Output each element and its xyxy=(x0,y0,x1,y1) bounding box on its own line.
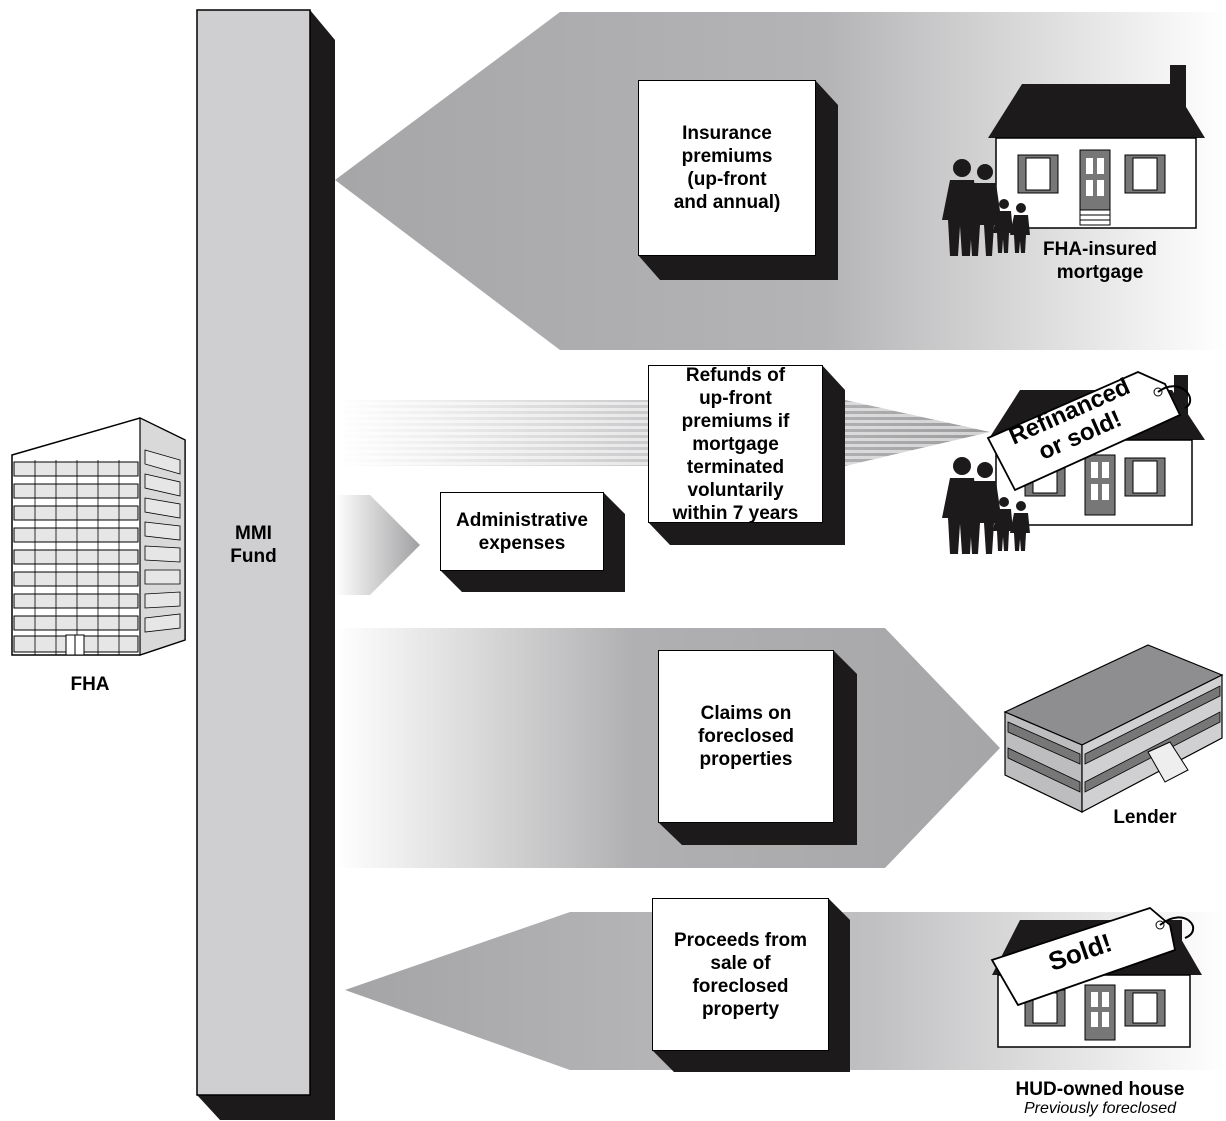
family-icon-2 xyxy=(942,457,1030,554)
claims-box: Claims on foreclosed properties xyxy=(658,650,834,823)
fha-label: FHA xyxy=(70,674,110,695)
refinanced-tag-icon xyxy=(986,371,1192,492)
insured-house-icon xyxy=(988,65,1205,229)
refunds-box: Refunds of up-front premiums if mortgage… xyxy=(648,365,823,524)
fha-building-icon xyxy=(11,417,186,656)
hud-house-note: Previously foreclosed xyxy=(1023,1100,1177,1117)
mmi-fund-label: MMI Fund xyxy=(230,523,277,567)
hud-house-label: HUD-owned house xyxy=(1015,1079,1185,1100)
mmi-fund-pillar xyxy=(196,9,335,1120)
admin-box: Administrative expenses xyxy=(440,492,604,571)
lender-building-icon xyxy=(1003,644,1224,813)
premiums-box: Insurance premiums (up-front and annual) xyxy=(638,80,816,256)
insured-mortgage-label: FHA-insured mortgage xyxy=(1043,239,1157,283)
admin-arrow xyxy=(335,495,420,595)
proceeds-box: Proceeds from sale of foreclosed propert… xyxy=(652,898,829,1051)
sold-tag-icon xyxy=(990,906,1195,1007)
lender-label: Lender xyxy=(1113,807,1177,828)
family-icon xyxy=(942,159,1030,256)
